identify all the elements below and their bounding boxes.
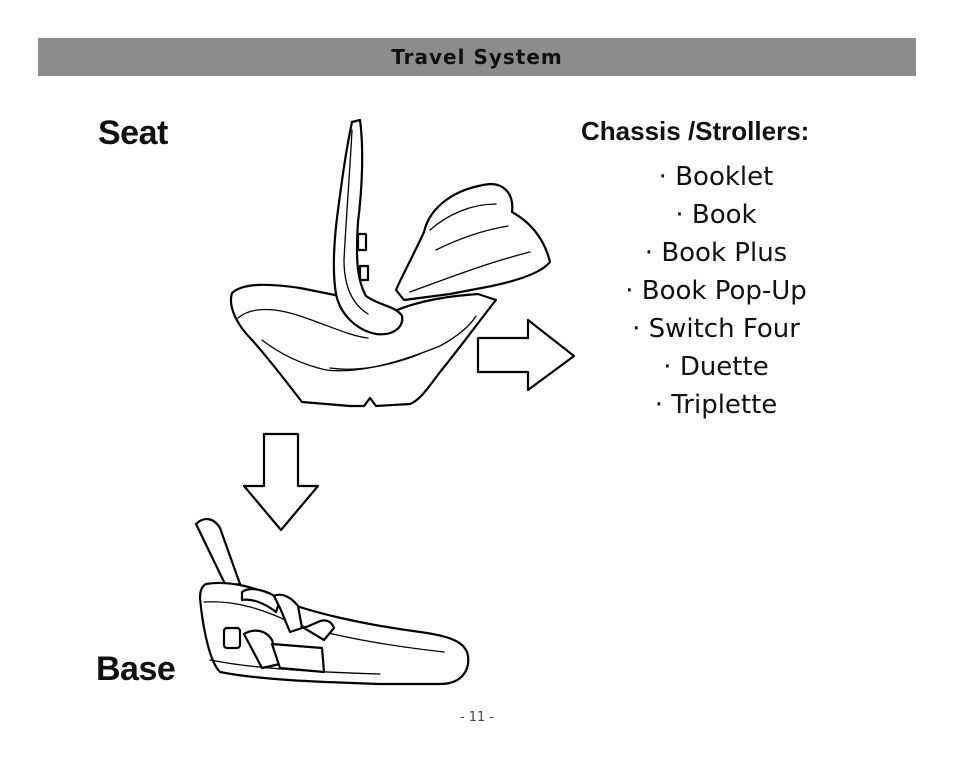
- page-number: - 11 -: [459, 710, 495, 725]
- section-title: Travel System: [391, 45, 563, 69]
- stroller-item: Triplette: [596, 386, 836, 424]
- stroller-item: Booklet: [596, 158, 836, 196]
- stroller-item: Book Pop-Up: [596, 272, 836, 310]
- car-seat-illustration: [229, 118, 576, 532]
- chassis-strollers-title: Chassis /Strollers:: [581, 116, 810, 146]
- stroller-list: Booklet Book Book Plus Book Pop-Up Switc…: [596, 158, 836, 424]
- right-arrow-icon: [476, 318, 576, 392]
- seat-label: Seat: [98, 114, 168, 152]
- base-label: Base: [96, 650, 176, 688]
- stroller-item: Book: [596, 196, 836, 234]
- stroller-item: Switch Four: [596, 310, 836, 348]
- section-header-bar: Travel System: [38, 38, 916, 76]
- down-arrow-icon: [242, 432, 320, 532]
- stroller-item: Book Plus: [596, 234, 836, 272]
- stroller-item: Duette: [596, 348, 836, 386]
- car-seat-base-illustration: [194, 518, 470, 686]
